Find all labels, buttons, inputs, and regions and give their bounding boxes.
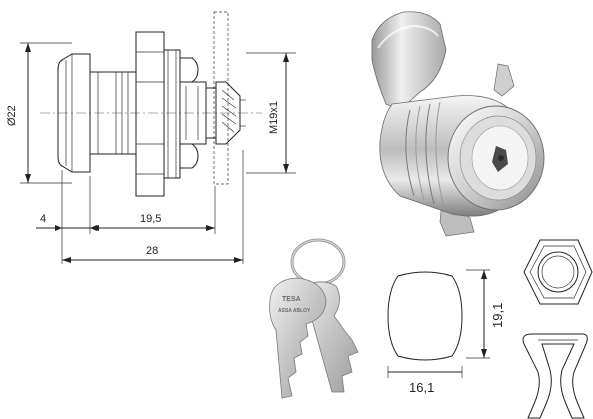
- threaded-section: [163, 49, 181, 179]
- key-front: [269, 277, 327, 399]
- diameter-dimension: Ø22: [6, 42, 72, 184]
- diameter-label: Ø22: [6, 105, 18, 126]
- hex-nut-drawing: [523, 239, 593, 305]
- hex-nut: [135, 31, 165, 197]
- body-length-dimension: 19,5: [90, 213, 215, 231]
- cutout-width-label: 16,1: [409, 380, 434, 395]
- hex-nut-outline: [523, 239, 593, 305]
- key-sub-brand: ASSA ABLOY: [278, 308, 311, 314]
- screw-end: [215, 81, 241, 145]
- side-view-drawing: [40, 11, 262, 197]
- cam-lock-photo: [371, 11, 545, 237]
- thread-dimension: M19x1: [246, 52, 296, 174]
- body-length-label: 19,5: [140, 213, 161, 225]
- offset-dimension: 4: [36, 213, 97, 231]
- bezel-outline: [57, 53, 91, 173]
- key-brand: TESA: [282, 296, 301, 303]
- cutout-height-label: 19,1: [490, 303, 505, 328]
- cutout-shape: [387, 271, 463, 361]
- spring-clip-outline: [522, 333, 588, 419]
- cutout-profile: 19,1 16,1: [387, 269, 505, 395]
- total-length-label: 28: [146, 245, 158, 257]
- total-length-dimension: 28: [62, 245, 243, 263]
- keys-photo: TESA ASSA ABLOY: [269, 238, 359, 399]
- spring-clip-drawing: [522, 333, 588, 419]
- cam-plate-outline: [213, 11, 229, 185]
- thread-label: M19x1: [268, 101, 280, 134]
- offset-label: 4: [40, 213, 46, 225]
- cam-plate: [371, 11, 447, 111]
